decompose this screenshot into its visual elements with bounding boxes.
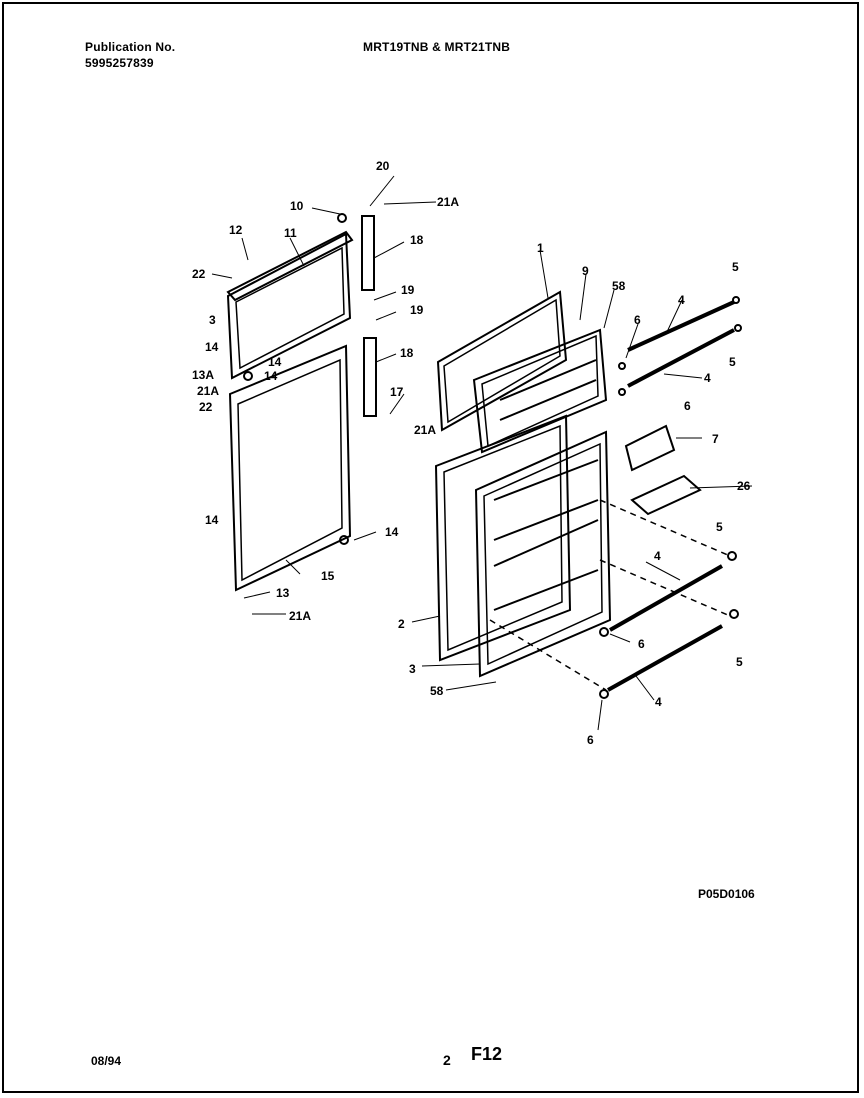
freezer-door-panel — [436, 290, 568, 432]
callout-label: 18 — [400, 346, 414, 360]
dairy-compartment-door — [624, 424, 676, 472]
callout-label: 58 — [612, 279, 626, 293]
callout-label: 4 — [678, 293, 685, 307]
callout-label: 19 — [410, 303, 424, 317]
callout-label: 18 — [410, 233, 424, 247]
callout-label: 14 — [268, 355, 282, 369]
freezer-door-gasket — [226, 230, 354, 302]
callout-label: 9 — [582, 264, 589, 278]
freezer-door-liner — [472, 328, 608, 454]
handle-trim-lower — [363, 337, 377, 417]
callout-label: 21A — [197, 384, 219, 398]
footer-date: 08/94 — [91, 1054, 122, 1068]
footer-section-code: F12 — [471, 1044, 503, 1064]
model-numbers: MRT19TNB & MRT21TNB — [363, 40, 511, 54]
callout-label: 15 — [321, 569, 335, 583]
callout-label: 5 — [736, 655, 743, 669]
egg-tray — [630, 474, 702, 516]
shelf-bar-2 — [627, 328, 735, 388]
shelf-bar-4 — [607, 624, 723, 692]
callout-label: 4 — [654, 549, 661, 563]
callout-label: 3 — [209, 313, 216, 327]
callout-label: 21A — [289, 609, 311, 623]
callout-label: 2 — [398, 617, 405, 631]
callout-label: 21A — [437, 195, 459, 209]
callout-label: 20 — [376, 159, 390, 173]
freezer-gasket-outline — [226, 232, 352, 380]
shelf-bar-3 — [609, 564, 723, 632]
callout-label: 14 — [264, 369, 278, 383]
fresh-food-door-liner — [474, 430, 612, 678]
callout-label: 6 — [684, 399, 691, 413]
callout-label: 14 — [205, 340, 219, 354]
callout-label: 13A — [192, 368, 214, 382]
callout-label: 4 — [655, 695, 662, 709]
callout-label: 22 — [199, 400, 213, 414]
callout-label: 13 — [276, 586, 290, 600]
diagram-reference-code: P05D0106 — [698, 887, 755, 901]
callout-label: 19 — [401, 283, 415, 297]
publication-label: Publication No. — [85, 40, 176, 54]
callout-label: 6 — [634, 313, 641, 327]
callout-label: 12 — [229, 223, 243, 237]
publication-number: 5995257839 — [85, 56, 154, 70]
callout-label: 17 — [390, 385, 404, 399]
callout-label: 4 — [704, 371, 711, 385]
fresh-food-door-panel — [434, 414, 572, 662]
callout-label: 6 — [638, 637, 645, 651]
callout-label: 58 — [430, 684, 444, 698]
callout-label: 14 — [205, 513, 219, 527]
callout-label: 3 — [409, 662, 416, 676]
callout-label: 5 — [716, 520, 723, 534]
hinge-cap — [337, 213, 347, 223]
shelf-bar-1 — [627, 300, 735, 352]
callout-label: 11 — [284, 226, 297, 240]
footer-page-number: 2 — [443, 1052, 451, 1068]
fresh-food-door-gasket — [228, 344, 352, 592]
callout-labels: 20 21A 10 18 12 11 22 3 14 19 19 1 9 58 … — [192, 159, 751, 747]
handle-trim-upper — [361, 215, 375, 291]
callout-label: 10 — [290, 199, 304, 213]
callout-label: 26 — [737, 479, 751, 493]
callout-label: 14 — [385, 525, 399, 539]
callout-label: 6 — [587, 733, 594, 747]
callout-label: 5 — [729, 355, 736, 369]
callout-label: 1 — [537, 241, 544, 255]
callout-label: 5 — [732, 260, 739, 274]
callout-label: 21A — [414, 423, 436, 437]
callout-label: 22 — [192, 267, 206, 281]
callout-label: 7 — [712, 432, 719, 446]
